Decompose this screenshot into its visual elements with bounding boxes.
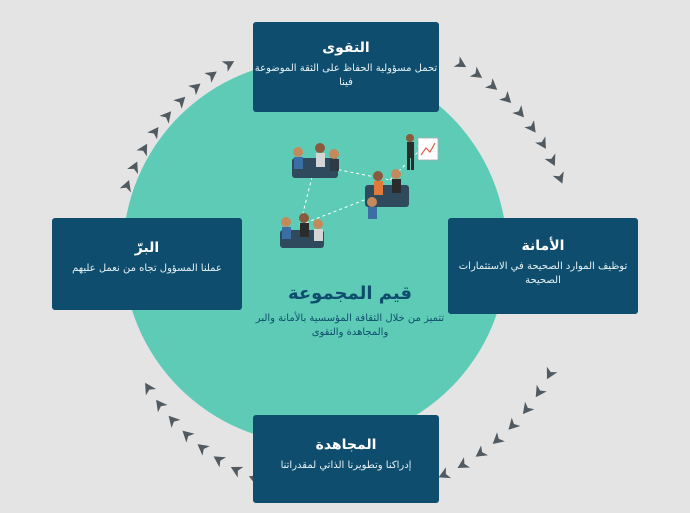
value-box-mujahada: المجاهدة إدراكنا وتطويرنا الذاتي لمقدرات… (253, 415, 439, 503)
value-title: المجاهدة (315, 437, 377, 453)
chevron-arrow-icon (204, 71, 217, 83)
chevron-arrow-icon (438, 467, 452, 479)
value-description: إدراكنا وتطويرنا الذاتي لمقدراتنا (280, 460, 412, 471)
presenter-board (406, 134, 439, 170)
value-description: تحمل مسؤولية الحفاظ على الثقة الموضوعة ف… (254, 63, 438, 88)
value-box-amana: الأمانة توظيف الموارد الصحيحة في الاستثم… (448, 218, 638, 314)
chevron-arrow-icon (552, 171, 564, 184)
chevron-arrow-icon (145, 382, 157, 396)
value-title: الأمانة (521, 238, 565, 254)
chevron-arrow-icon (159, 111, 172, 124)
chevron-arrow-icon (469, 66, 483, 78)
center-title: قيم المجموعة (287, 283, 413, 304)
value-box-birr: البرّ عملنا المسؤول تجاه من نعمل عليهم (52, 218, 242, 310)
chevron-arrow-icon (168, 415, 181, 428)
chevron-arrow-icon (136, 143, 148, 157)
meeting-group-1 (292, 143, 339, 178)
value-title: التقوى (322, 40, 370, 56)
chevron-arrow-icon (546, 366, 558, 380)
chevron-arrow-icon (524, 120, 536, 133)
chevron-arrow-icon (213, 456, 227, 468)
team-meeting-illustration (280, 134, 439, 248)
chevron-arrow-icon (453, 56, 467, 68)
value-title: البرّ (134, 240, 160, 256)
chevron-arrow-icon (535, 384, 547, 398)
chevron-arrow-icon (457, 457, 471, 468)
chevron-arrow-icon (156, 399, 168, 413)
value-description: توظيف الموارد الصحيحة في الاستثمارات الص… (458, 261, 628, 286)
chevron-arrow-icon (499, 91, 512, 103)
chevron-arrow-icon (512, 105, 525, 118)
chevron-arrow-icon (188, 83, 201, 96)
chevron-arrow-icon (508, 417, 521, 430)
chevron-arrow-icon (173, 96, 186, 109)
chevron-arrow-icon (475, 445, 489, 457)
chevron-arrow-icon (197, 444, 210, 456)
chevron-arrow-icon (221, 61, 235, 72)
value-description: عملنا المسؤول تجاه من نعمل عليهم (72, 263, 222, 274)
chevron-arrow-icon (544, 153, 556, 166)
chevron-arrow-icon (182, 430, 195, 443)
chevron-arrow-icon (119, 180, 131, 193)
chevron-arrow-icon (147, 126, 159, 140)
chevron-arrow-icon (127, 161, 139, 175)
center-description: تتميز من خلال الثقافة المؤسسية بالأمانة … (255, 313, 445, 338)
chevron-arrow-icon (484, 78, 498, 90)
chevron-arrow-icon (522, 401, 535, 415)
chevron-arrow-icon (492, 432, 505, 445)
chevron-arrow-icon (535, 136, 546, 149)
value-box-taqwa: التقوى تحمل مسؤولية الحفاظ على الثقة الم… (253, 22, 439, 112)
meeting-group-2 (365, 169, 409, 219)
chevron-arrow-icon (230, 466, 244, 478)
meeting-group-3 (280, 213, 324, 248)
